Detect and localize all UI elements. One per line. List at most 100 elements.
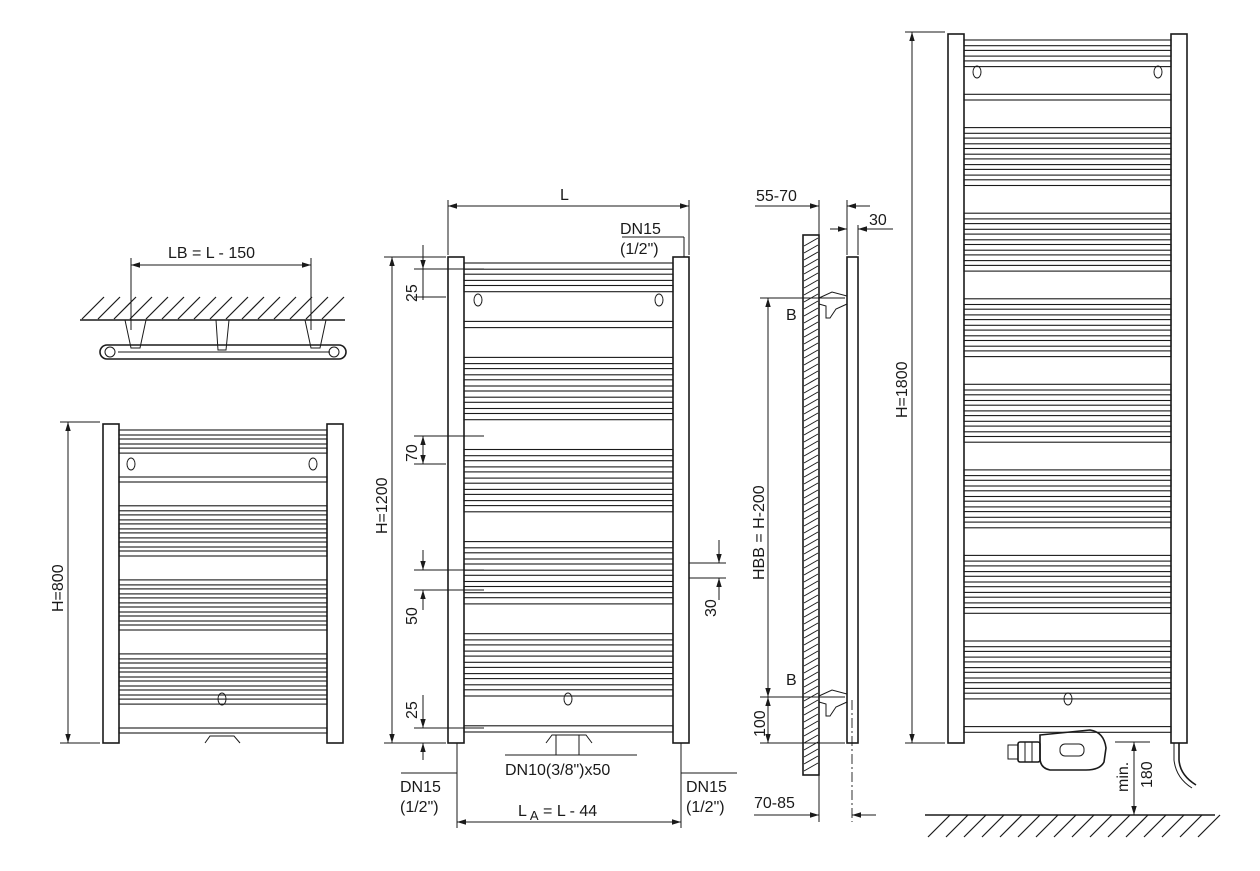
wall-hatch-line-46	[803, 559, 819, 569]
dim-30-side: 30	[703, 599, 720, 617]
radiator-h800: H=800	[50, 421, 344, 744]
wall-hatch-line-66	[803, 699, 819, 709]
ceiling-hatch-line-3	[129, 296, 153, 320]
floor-hatch-line-7	[1053, 814, 1077, 838]
wall-hatch-line-59	[803, 650, 819, 660]
ceiling-hatch-line-10	[241, 296, 265, 320]
wall-hatch-line-68	[803, 713, 819, 723]
bar-h1800-27	[963, 435, 1172, 443]
wall-hatch-line-54	[803, 615, 819, 625]
wall-hatch-line-49	[803, 580, 819, 590]
bar-h1800-41	[963, 650, 1172, 658]
ceiling-hatch-line-0	[81, 296, 105, 320]
wall-hatch-line-28	[803, 433, 819, 443]
bar-h1800-18	[963, 319, 1172, 326]
wall-hatch-line-67	[803, 706, 819, 716]
floor-hatch-line-13	[1161, 814, 1185, 838]
bar-h800-16	[118, 653, 328, 660]
floor-hatch-line-14	[1179, 814, 1203, 838]
bar-h1800-12	[963, 233, 1172, 241]
bar-h800-8	[118, 541, 328, 548]
wall-hatch-line-23	[803, 398, 819, 408]
wall-hatch-line-22	[803, 391, 819, 401]
bar-h1800-10	[963, 212, 1172, 220]
bar-h1200-6	[463, 379, 674, 387]
bar-h800-5	[118, 514, 328, 521]
bar-h1200-5	[463, 368, 674, 376]
bar-h1200-4	[463, 356, 674, 365]
bar-h800-13	[118, 606, 328, 613]
bar-h1200-27	[463, 689, 674, 697]
bar-h1800-38	[963, 596, 1172, 604]
ceiling-hatch-line-1	[97, 296, 121, 320]
bar-h1800-34	[963, 554, 1172, 562]
ceiling-hatch-line-13	[289, 296, 313, 320]
wall-hatch-line-25	[803, 412, 819, 422]
bar-h1200-20	[463, 585, 674, 594]
bar-h1800-43	[963, 671, 1172, 679]
bar-h1800-13	[963, 243, 1172, 251]
wall-hatch-line-48	[803, 573, 819, 583]
bar-h1200-0	[463, 262, 674, 270]
l-dimension: L	[560, 187, 569, 204]
h1800-dimension: H=1800	[894, 361, 911, 418]
dim-50: 50	[404, 607, 421, 625]
wall-hatch-line-16	[803, 349, 819, 359]
floor-hatch-line-11	[1125, 814, 1149, 838]
bar-h1800-1	[963, 49, 1172, 57]
wall-hatch-line-63	[803, 678, 819, 688]
bar-h800-0	[118, 429, 328, 436]
bar-h1200-14	[463, 493, 674, 502]
wall-hatch-line-73	[803, 748, 819, 758]
wall-hatch-line-29	[803, 440, 819, 450]
wall-hatch-line-6	[803, 279, 819, 289]
wall-hatch-line-71	[803, 734, 819, 744]
wall-hatch-line-62	[803, 671, 819, 681]
bar-h1200-2	[463, 284, 674, 293]
ceiling-hatch	[81, 296, 345, 320]
bar-h1800-42	[963, 661, 1172, 669]
bar-h1200-8	[463, 401, 674, 410]
floor-hatch	[927, 814, 1221, 838]
bar-h800-2	[118, 447, 328, 454]
ceiling-hatch-line-14	[305, 296, 329, 320]
bar-h1800-4	[963, 127, 1172, 134]
dim-30-top: 30	[869, 212, 887, 229]
electric-heater	[1007, 729, 1197, 789]
bar-h1800-15	[963, 264, 1172, 272]
wall-hatch-line-17	[803, 356, 819, 366]
ceiling-hatch-line-6	[177, 296, 201, 320]
bar-h800-9	[118, 550, 328, 557]
bar-h1800-3	[963, 93, 1172, 101]
bar-h800-22	[118, 727, 328, 734]
wall-hatch-line-74	[803, 755, 819, 765]
bar-h1800-24	[963, 404, 1172, 412]
wall-hatch-line-4	[803, 265, 819, 275]
bar-h800-17	[118, 662, 328, 669]
bar-h1200-18	[463, 563, 674, 571]
bar-h1800-25	[963, 415, 1172, 422]
bar-h800-14	[118, 615, 328, 622]
wall-hatch-line-35	[803, 482, 819, 492]
bar-h1800-9	[963, 179, 1172, 187]
wall-hatch-line-41	[803, 524, 819, 534]
wall-hatch-line-52	[803, 601, 819, 611]
bar-h1800-36	[963, 575, 1172, 583]
bar-h1800-8	[963, 168, 1172, 176]
bar-h1200-12	[463, 471, 674, 479]
bar-h1800-30	[963, 490, 1172, 498]
dim-55-70: 55-70	[756, 188, 797, 205]
bar-h1800-45	[963, 692, 1172, 700]
dn15-left-label: DN15	[400, 779, 441, 796]
bar-h1800-14	[963, 254, 1172, 262]
wall-hatch-line-55	[803, 622, 819, 632]
wall-hatch-line-75	[803, 762, 819, 772]
bar-h800-11	[118, 588, 328, 595]
half-inch-left-label: (1/2")	[400, 799, 439, 816]
floor-hatch-line-6	[1035, 814, 1059, 838]
wall-hatch-line-21	[803, 384, 819, 394]
bar-h800-4	[118, 505, 328, 512]
bar-h1800-6	[963, 147, 1172, 155]
wall-hatch-line-45	[803, 552, 819, 562]
